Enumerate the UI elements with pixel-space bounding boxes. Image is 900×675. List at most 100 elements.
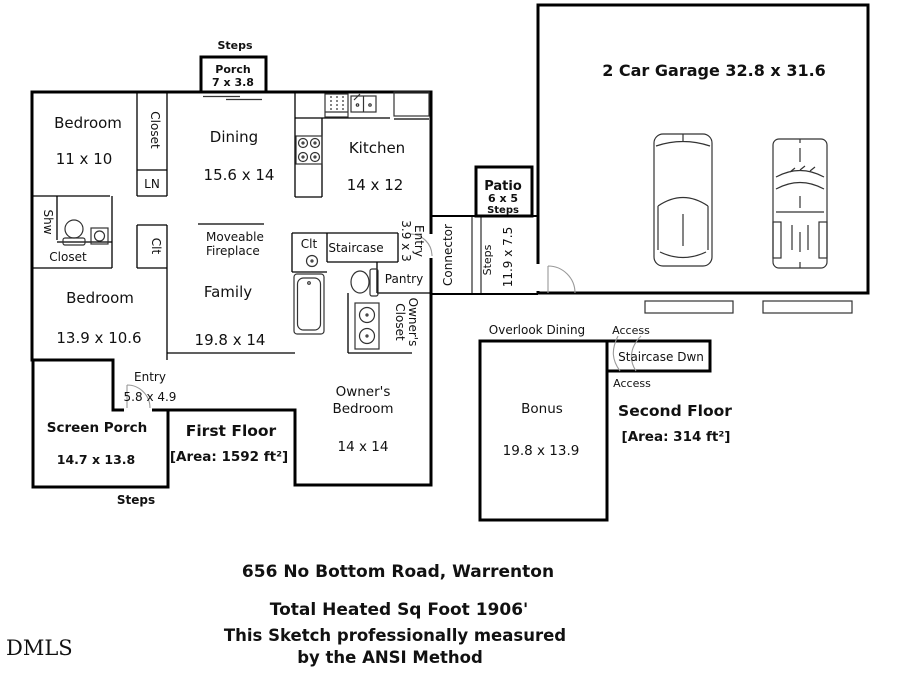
garage-doors	[644, 300, 853, 314]
connector-steps-dim: 11.9 x 7.5	[501, 227, 515, 288]
burner-4	[309, 151, 321, 163]
closet-top-label: Closet	[148, 111, 162, 149]
owners-bedroom-label-1: Owner's	[336, 384, 391, 400]
screen-porch-walls	[31, 358, 170, 489]
vanity-sink-top-dot	[365, 313, 369, 317]
porch-dim: 7 x 3.8	[212, 76, 254, 89]
patio-label: Patio	[484, 179, 522, 194]
vanity-sink-bottom-dot	[365, 334, 369, 338]
porch-label: Porch	[215, 63, 250, 76]
window-icon	[203, 95, 262, 101]
inner-entry-door-gap	[428, 234, 435, 258]
entry-dim: 5.8 x 4.9	[124, 390, 177, 404]
entry-door	[124, 384, 152, 413]
owners-closet-label-1: Owner's	[406, 298, 420, 347]
bath-sink-icon	[90, 227, 109, 245]
connector-outline	[431, 215, 538, 295]
bathtub-icon	[293, 273, 325, 335]
staircase-dwn-label: Staircase Dwn	[618, 350, 704, 364]
shower-label: Shw	[41, 209, 55, 234]
pickup-rail-right	[818, 221, 828, 259]
footer-text: 656 No Bottom Road, Warrenton Total Heat…	[6, 562, 566, 667]
toilet-icon	[64, 219, 84, 239]
stove-icon	[295, 135, 323, 165]
connector-labels: Connector Steps 11.9 x 7.5	[441, 224, 515, 287]
dishwasher-detail	[330, 96, 344, 112]
staircase-dwn-outline	[605, 339, 712, 373]
bedroom2-label: Bedroom	[66, 289, 134, 307]
burner-4-dot	[313, 155, 317, 159]
car-pickup-icon	[772, 138, 828, 269]
connector-steps-label: Steps	[481, 244, 494, 275]
porch-outline	[199, 55, 268, 94]
mls-watermark: DMLS	[6, 636, 73, 660]
bedroom2-dim: 13.9 x 10.6	[56, 329, 141, 347]
light-fixture-dot	[310, 259, 314, 263]
owners-closet-label-2: Closet	[393, 303, 407, 341]
kitchen-fixtures	[295, 91, 430, 165]
second-floor-title: Second Floor	[618, 402, 732, 420]
burner-3-dot	[301, 155, 305, 159]
bonus-label: Bonus	[521, 401, 563, 417]
access-top-label: Access	[612, 324, 650, 337]
bathroom1-fixtures	[62, 219, 109, 246]
access-bottom-label: Access	[613, 377, 651, 390]
screen-porch-label: Screen Porch	[47, 420, 147, 436]
vanity-sink-bottom	[358, 327, 376, 345]
inner-entry-door-arc	[409, 233, 433, 257]
owners-bedroom-dim: 14 x 14	[338, 439, 389, 455]
garage-label: 2 Car Garage 32.8 x 31.6	[602, 61, 826, 80]
garage-entry-door-arc	[547, 265, 576, 294]
sedan-hood	[655, 134, 711, 147]
patio-dim: 6 x 5	[488, 192, 518, 205]
entry-door-arc	[126, 384, 151, 409]
sink-drain-right	[368, 103, 372, 107]
ln-label: LN	[144, 177, 160, 191]
bath-sink-bowl-icon	[93, 230, 106, 242]
burner-2	[309, 137, 321, 149]
second-floor-labels: Overlook Dining Access Staircase Dwn Acc…	[489, 323, 732, 459]
family-dim: 19.8 x 14	[195, 331, 266, 349]
dishwasher-icon	[324, 93, 349, 118]
patio-labels: Patio 6 x 5 Steps	[484, 179, 522, 216]
bonus-dim: 19.8 x 13.9	[503, 443, 580, 459]
clt-mid-label: Clt	[301, 237, 318, 251]
bathtub-inner	[296, 277, 322, 331]
pickup-bed-lines	[791, 225, 809, 268]
second-floor-area: [Area: 314 ft²]	[622, 429, 731, 445]
first-floor-labels: Steps Porch 7 x 3.8 Bedroom 11 x 10 Clos…	[41, 39, 426, 507]
family-label: Family	[204, 283, 252, 301]
toilet-tank-icon	[62, 237, 86, 246]
porch-walls	[199, 55, 268, 94]
refrigerator-icon	[393, 91, 430, 117]
overlook-dining-label: Overlook Dining	[489, 323, 585, 337]
bonus-outline	[478, 339, 609, 522]
porch-steps-label: Steps	[217, 39, 253, 52]
patio-steps-label: Steps	[487, 205, 519, 216]
inner-entry-door	[409, 233, 435, 258]
screen-porch-dim: 14.7 x 13.8	[57, 452, 135, 467]
fireplace-label-2: Fireplace	[206, 244, 260, 258]
sedan-body	[653, 133, 713, 267]
bath-closet-label: Closet	[49, 250, 87, 264]
second-floor-walls	[478, 335, 712, 522]
sink-drain-left	[355, 103, 360, 107]
method-line-2: by the ANSI Method	[297, 648, 483, 667]
connector-walls	[431, 215, 538, 295]
toilet2-icon	[350, 270, 370, 294]
clt-left-label: Clt	[149, 238, 163, 255]
staircase-dwn-swing-curves	[612, 335, 642, 372]
fireplace-label-1: Moveable	[206, 230, 264, 244]
kitchen-label: Kitchen	[349, 139, 405, 157]
sedan-roofline	[659, 214, 707, 259]
connector-label: Connector	[441, 224, 455, 286]
burner-1-dot	[301, 141, 305, 145]
light-fixture-icon	[305, 254, 319, 268]
address-line: 656 No Bottom Road, Warrenton	[242, 562, 554, 582]
dining-dim: 15.6 x 14	[204, 166, 275, 184]
hall-bath-fixtures	[293, 254, 380, 350]
pantry-label: Pantry	[385, 272, 423, 286]
pickup-rail-left	[772, 221, 782, 259]
car-sedan-icon	[653, 133, 713, 267]
